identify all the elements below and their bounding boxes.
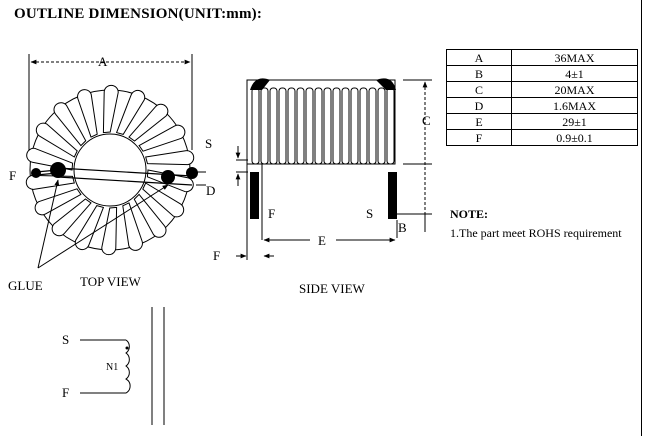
label-s-top: S	[205, 136, 212, 151]
label-f-side: F	[268, 206, 275, 221]
winding-turn	[142, 182, 185, 218]
winding-turn	[34, 188, 82, 216]
winding-turn	[53, 102, 87, 147]
winding-turn	[74, 205, 105, 251]
coil-turn	[296, 87, 305, 165]
winding-turn	[133, 193, 167, 238]
coil-turn	[386, 87, 395, 165]
label-s-schem: S	[62, 332, 69, 347]
dimension-key: D	[446, 97, 512, 114]
coil-turn	[251, 87, 260, 165]
page-title: OUTLINE DIMENSION(UNIT:mm):	[14, 6, 263, 22]
note-heading: NOTE:	[450, 207, 489, 221]
schematic: S F N1	[62, 307, 165, 425]
coil-turn	[305, 87, 314, 165]
winding-turn	[51, 198, 92, 237]
label-s-side: S	[366, 206, 373, 221]
coil-turn	[287, 87, 296, 165]
winding-turn	[145, 150, 195, 166]
side-view: C B F S E F SIDE VIEW	[213, 78, 432, 296]
label-f-schem: F	[62, 385, 69, 400]
dimension-value: 1.6MAX	[511, 97, 638, 114]
dimension-key: E	[446, 113, 512, 130]
dimension-key: C	[446, 81, 512, 98]
label-a-top: A	[98, 54, 108, 69]
winding-turn	[138, 124, 186, 152]
coil-turn	[314, 87, 323, 165]
dimension-key: F	[446, 129, 512, 146]
winding-turn	[35, 122, 78, 158]
label-d-top: D	[206, 183, 215, 198]
inductor-coil	[125, 339, 131, 394]
dimension-value: 20MAX	[511, 81, 638, 98]
label-e: E	[318, 233, 326, 248]
label-glue: GLUE	[8, 278, 43, 293]
dimension-value: 36MAX	[511, 49, 638, 66]
winding-turn	[102, 84, 119, 134]
top-view: A S D F GLUE TOP VIEW	[8, 54, 215, 293]
label-top-view: TOP VIEW	[80, 274, 142, 289]
winding-turn	[101, 206, 118, 256]
coil-turn	[359, 87, 368, 165]
winding-turn	[122, 202, 143, 251]
coil-turn	[341, 87, 350, 165]
coil-turn	[323, 87, 332, 165]
dimension-key: B	[446, 65, 512, 82]
coil-turn	[350, 87, 359, 165]
note-text: 1.The part meet ROHS requirement	[450, 226, 622, 240]
coil-turn	[377, 87, 386, 165]
winding-turn	[77, 89, 98, 138]
label-n1: N1	[106, 362, 118, 373]
label-f-top: F	[9, 168, 16, 183]
page-border-right	[641, 0, 642, 436]
label-b: B	[398, 220, 407, 235]
coil-turn	[260, 87, 269, 165]
dimension-value: 0.9±0.1	[511, 129, 638, 146]
winding-turn	[115, 89, 146, 135]
coil-turn	[278, 87, 287, 165]
coil-turn	[269, 87, 278, 165]
dimension-value: 4±1	[511, 65, 638, 82]
winding-turn	[128, 103, 169, 142]
label-f-bottom: F	[213, 248, 220, 263]
dimension-value: 29±1	[511, 113, 638, 130]
label-side-view: SIDE VIEW	[299, 281, 366, 296]
dimension-key: A	[446, 49, 512, 66]
coil-turn	[368, 87, 377, 165]
coil-turn	[332, 87, 341, 165]
label-c: C	[422, 113, 431, 128]
